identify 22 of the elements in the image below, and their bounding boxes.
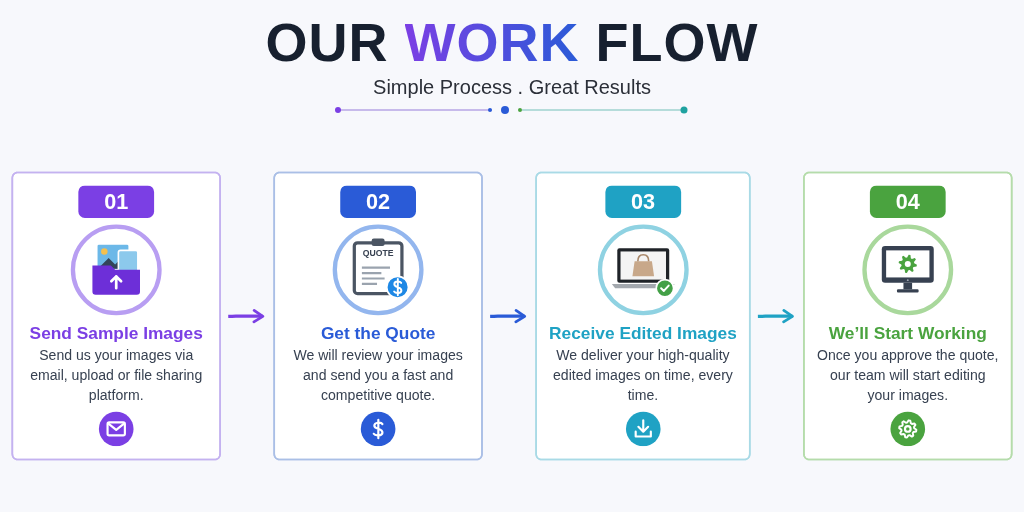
number-badge: 04	[869, 185, 946, 218]
step-description: We will review your images and send you a fast and competitive quote.	[292, 346, 464, 405]
step-description: Send us your images via email, upload or file sharing platform.	[29, 346, 204, 405]
step-title: Get the Quote	[320, 322, 436, 345]
step-card	[803, 171, 1013, 461]
step-description: We deliver your high-quality edited images on time, every time.	[552, 346, 734, 405]
arrow	[757, 309, 794, 324]
step-title: We’ll Start Working	[828, 322, 987, 345]
subtitle: Simple Process . Great Results	[373, 74, 651, 99]
step-card	[535, 171, 751, 461]
step-card	[273, 171, 483, 461]
step-description: Once you approve the quote, our team will start editing your images.	[816, 346, 999, 405]
title: OUR WORK FLOW	[265, 14, 759, 71]
step-title: Send Sample Images	[29, 322, 203, 345]
arrow	[228, 309, 265, 324]
step-card	[11, 171, 221, 461]
number-badge: 03	[604, 185, 681, 218]
number-badge: 02	[340, 185, 417, 218]
number-badge: 01	[78, 185, 155, 218]
step-title: Receive Edited Images	[549, 322, 737, 345]
illustration-caption: QUOTE	[362, 249, 394, 258]
arrow	[490, 309, 527, 324]
